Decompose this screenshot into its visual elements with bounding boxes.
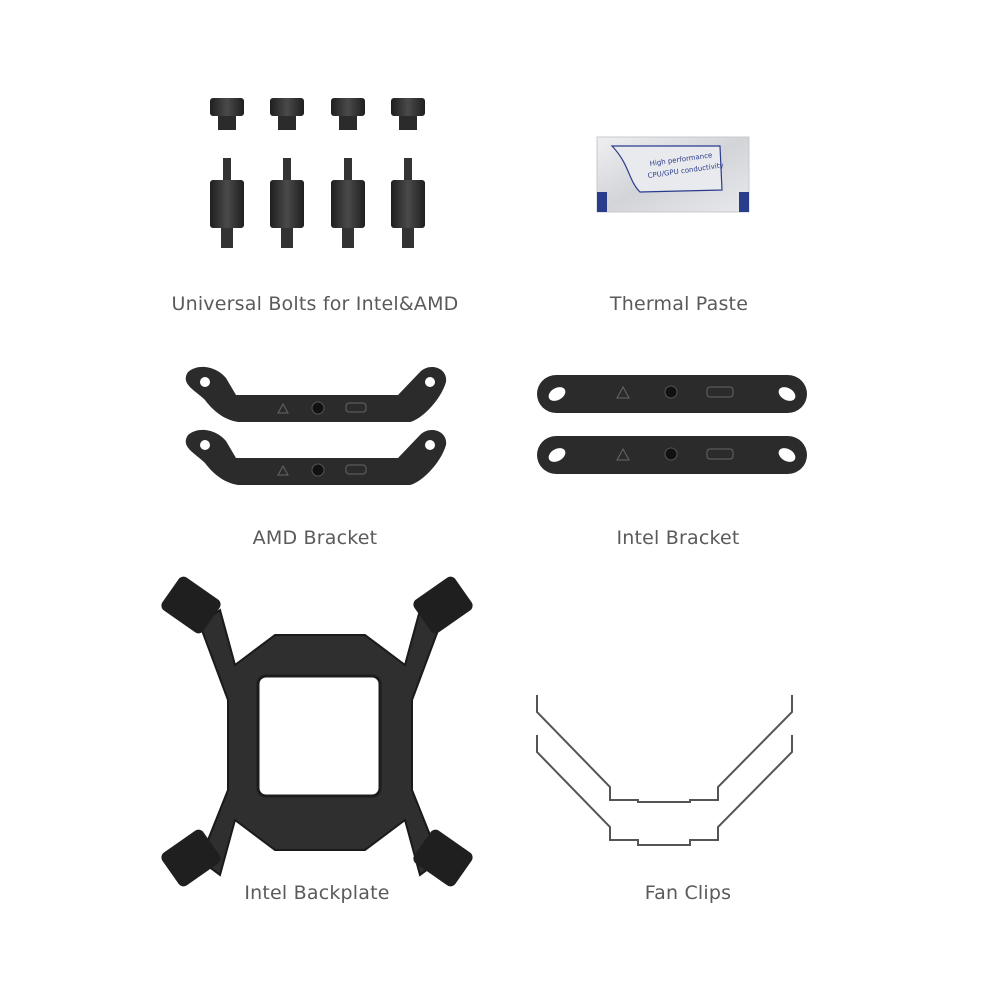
thumb-screw [210,98,244,130]
knurled-nut [161,829,221,887]
item-label-bolts: Universal Bolts for Intel&AMD [171,293,459,315]
knurled-nut [413,829,473,887]
amd-bracket [185,429,447,485]
thumb-screw [270,98,304,130]
fan-clip [536,735,793,846]
thermal-paste-packet: High performance CPU/GPU conductivity [596,136,750,213]
fan-clip [536,695,793,803]
thumb-screw [391,98,425,130]
item-label-fan-clips: Fan Clips [644,882,732,904]
standoff-bolt [391,158,425,248]
standoff-bolt [210,158,244,248]
amd-bracket [185,366,447,422]
standoff-bolt [270,158,304,248]
knurled-nut [161,576,221,634]
thumb-screw [331,98,365,130]
standoff-bolt [331,158,365,248]
item-label-amd-bracket: AMD Bracket [252,527,378,549]
intel-bracket [537,436,807,474]
intel-backplate [161,576,473,887]
bolts-group [210,98,425,248]
item-label-intel-backplate: Intel Backplate [244,882,390,904]
item-label-intel-bracket: Intel Bracket [616,527,740,549]
item-label-thermal-paste: Thermal Paste [609,293,749,315]
intel-bracket [537,375,807,413]
knurled-nut [413,576,473,634]
